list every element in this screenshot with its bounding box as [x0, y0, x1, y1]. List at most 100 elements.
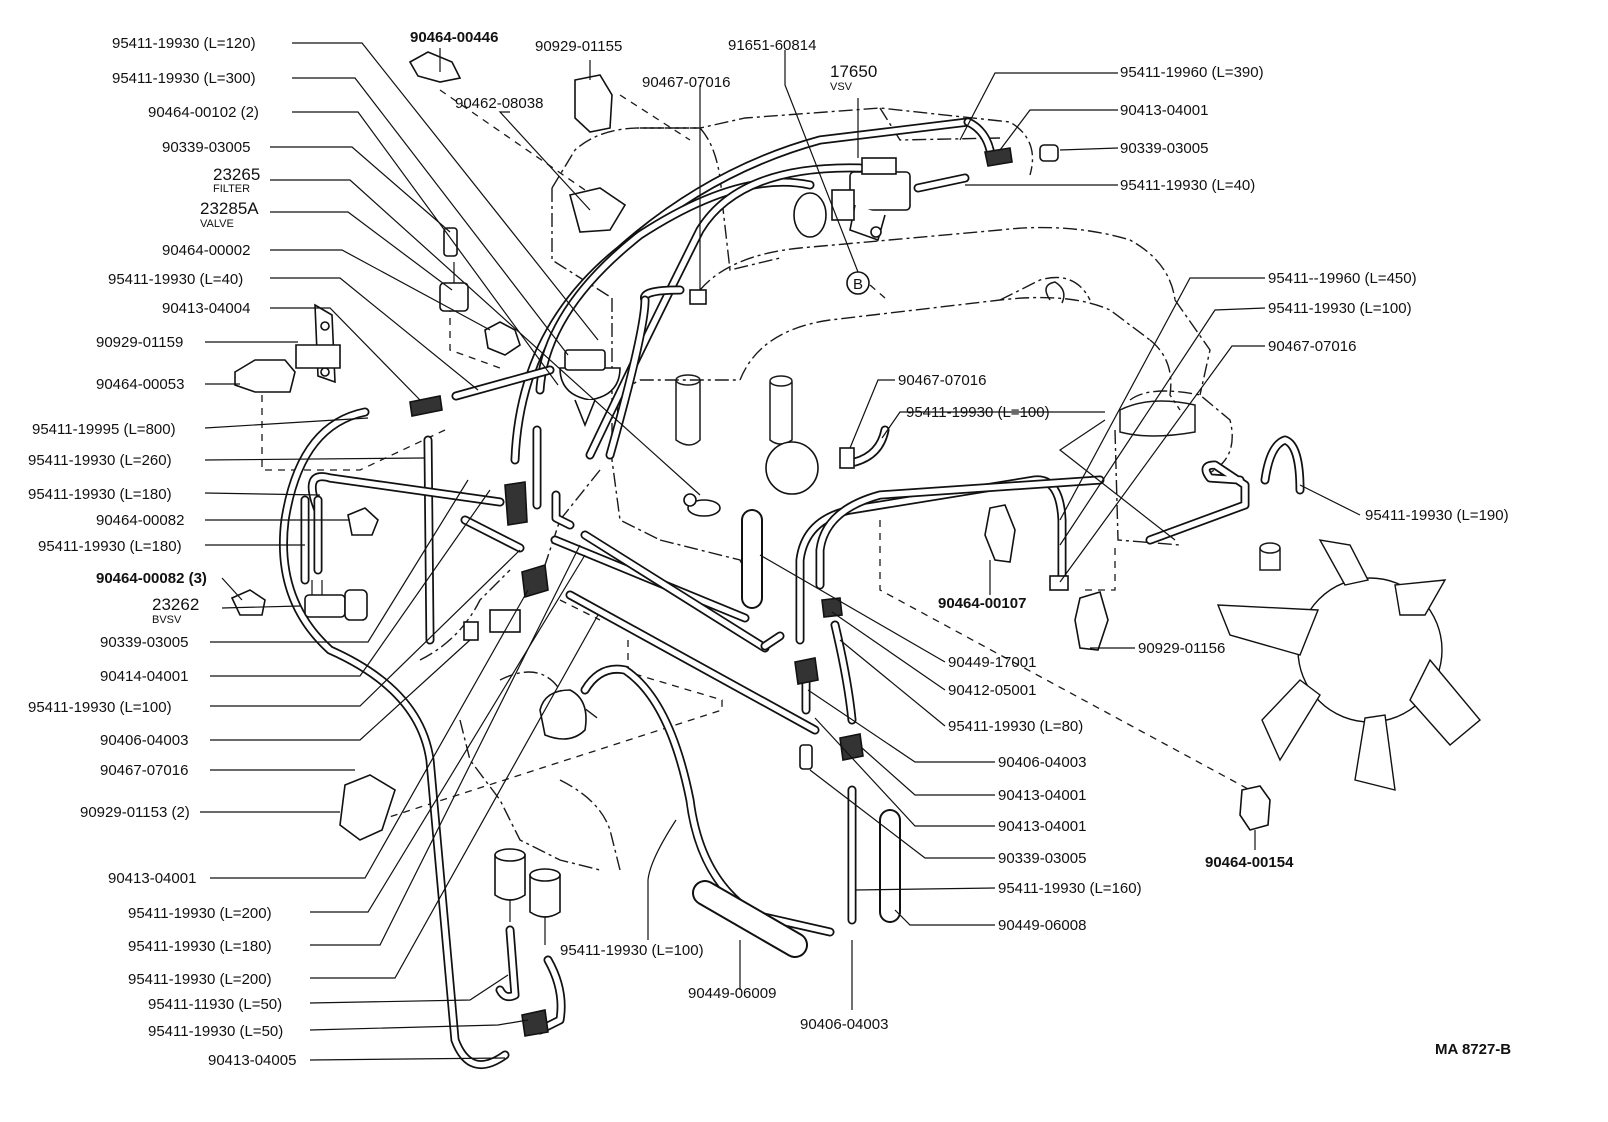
bracket-90462-08038: [569, 187, 627, 233]
label-valve: VALVE: [200, 218, 234, 230]
label-90464-00102: 90464-00102 (2): [148, 104, 259, 121]
label-95411-19930-l200-a: 95411-19930 (L=200): [128, 905, 272, 922]
label-90413-04001-right-b: 90413-04001: [998, 818, 1086, 835]
label-90413-04005: 90413-04005: [208, 1052, 296, 1069]
clamp-90467-07016-b: [839, 447, 855, 469]
label-90413-04004: 90413-04004: [162, 300, 250, 317]
label-95411-19995-l800: 95411-19995 (L=800): [32, 421, 176, 438]
label-90449-06008: 90449-06008: [998, 917, 1086, 934]
label-90462-08038: 90462-08038: [455, 95, 543, 112]
label-90464-00082: 90464-00082: [96, 512, 184, 529]
label-95411-19930-l180-a: 95411-19930 (L=180): [28, 486, 172, 503]
label-90929-01156: 90929-01156: [1138, 640, 1225, 657]
label-95411-19930-l100-right: 95411-19930 (L=100): [1268, 300, 1412, 317]
clip-90464-00446: [408, 51, 462, 83]
label-bvsv: BVSV: [152, 614, 182, 626]
tee-90413-04005: [521, 1009, 549, 1037]
tee-90413-04001-left: [521, 563, 549, 599]
label-90339-03005-right: 90339-03005: [998, 850, 1086, 867]
label-23265: 23265: [213, 165, 260, 184]
clip-90929-01155: [574, 74, 613, 133]
label-90467-07016-right: 90467-07016: [1268, 338, 1356, 355]
label-90412-05001: 90412-05001: [948, 682, 1036, 699]
marker-b: B: [853, 276, 863, 293]
clamp-90467-07016-a: [689, 289, 707, 305]
label-95411-19930-l260: 95411-19930 (L=260): [28, 452, 172, 469]
label-17650: 17650: [830, 62, 877, 81]
plug-90339-03005-top: [1039, 144, 1059, 162]
label-95411-19930-l180-b: 95411-19930 (L=180): [38, 538, 182, 555]
tee-90413-04001-r2: [839, 733, 864, 761]
label-91651-60814: 91651-60814: [728, 37, 816, 54]
label-90929-01155: 90929-01155: [535, 38, 622, 55]
bvsv-switch: [304, 580, 368, 621]
bracket-90929-01159: [295, 303, 341, 384]
reference-dashed-lines: [261, 89, 1251, 821]
tee-left-a: [504, 481, 528, 526]
label-95411-19930-l160: 95411-19930 (L=160): [998, 880, 1142, 897]
label-95411-19930-l40: 95411-19930 (L=40): [108, 271, 243, 288]
label-90414-04001: 90414-04001: [100, 668, 188, 685]
hoses: [278, 117, 1305, 1069]
label-95411-19930-l100-bottom: 95411-19930 (L=100): [560, 942, 704, 959]
label-90413-04001-top: 90413-04001: [1120, 102, 1208, 119]
label-95411-19930-l300: 95411-19930 (L=300): [112, 70, 256, 87]
canisters: [494, 848, 561, 945]
label-90406-04003-right: 90406-04003: [998, 754, 1086, 771]
label-90929-01153: 90929-01153 (2): [80, 804, 190, 821]
vsv-valve: [793, 157, 911, 242]
label-90464-00154: 90464-00154: [1205, 854, 1294, 871]
label-90467-07016-top: 90467-07016: [642, 74, 730, 91]
label-95411-19930-l120: 95411-19930 (L=120): [112, 35, 256, 52]
components: B: [230, 51, 1481, 1037]
label-95411-19930-l40-right: 95411-19930 (L=40): [1120, 177, 1255, 194]
label-90449-06009: 90449-06009: [688, 985, 776, 1002]
vacuum-modulator: [559, 349, 621, 428]
label-90464-00446: 90464-00446: [410, 29, 498, 46]
label-90464-00107: 90464-00107: [938, 595, 1026, 612]
drawing-code: MA 8727-B: [1435, 1041, 1511, 1058]
filter: [443, 227, 458, 257]
clip-90464-00154: [1239, 785, 1271, 831]
tee-90413-04001-r1: [794, 657, 819, 685]
label-95411-19930-l50: 95411-19930 (L=50): [148, 1023, 283, 1040]
label-95411-11930-l50: 95411-11930 (L=50): [148, 996, 282, 1013]
label-95411-19960-l450: 95411--19960 (L=450): [1268, 270, 1417, 287]
label-23262: 23262: [152, 595, 199, 614]
clamp-90464-00082: [347, 507, 379, 536]
label-vsv: VSV: [830, 81, 853, 93]
label-95411-19930-l190: 95411-19930 (L=190): [1365, 507, 1509, 524]
clamp-90467-07016-c: [1049, 575, 1069, 591]
clip-90929-01156: [1074, 591, 1109, 651]
label-filter: FILTER: [213, 183, 250, 195]
cooling-fan: [1216, 539, 1481, 791]
label-90339-03005-top: 90339-03005: [1120, 140, 1208, 157]
label-95411-19930-l180-c: 95411-19930 (L=180): [128, 938, 272, 955]
tee-90413-04001-top: [984, 147, 1013, 167]
clamp-90464-00053: [234, 359, 296, 393]
clip-90464-00107: [984, 504, 1016, 563]
label-95411-19930-l200-b: 95411-19930 (L=200): [128, 971, 272, 988]
label-90413-04001-left: 90413-04001: [108, 870, 196, 887]
label-95411-19960-l390: 95411-19960 (L=390): [1120, 64, 1264, 81]
label-90464-00053: 90464-00053: [96, 376, 184, 393]
label-90467-07016-mid: 90467-07016: [898, 372, 986, 389]
part-labels: 95411-19930 (L=120) 95411-19930 (L=300) …: [28, 29, 1511, 1069]
leader-lines: [200, 42, 1361, 1061]
label-23285a: 23285A: [200, 199, 259, 218]
label-90339-03005-a: 90339-03005: [162, 139, 250, 156]
label-90449-17001: 90449-17001: [948, 654, 1036, 671]
label-90413-04001-right-a: 90413-04001: [998, 787, 1086, 804]
label-90406-04003-bottom: 90406-04003: [800, 1016, 888, 1033]
label-90464-00002: 90464-00002: [162, 242, 250, 259]
clamp-90464-00002: [484, 321, 521, 356]
label-90467-07016-left: 90467-07016: [100, 762, 188, 779]
plug-90339-03005-right: [799, 744, 813, 770]
label-90464-00082-3: 90464-00082 (3): [96, 570, 207, 587]
tee-90413-04004: [409, 395, 443, 417]
connector-90412-05001: [821, 597, 843, 618]
label-90339-03005-b: 90339-03005: [100, 634, 188, 651]
label-90406-04003-left: 90406-04003: [100, 732, 188, 749]
